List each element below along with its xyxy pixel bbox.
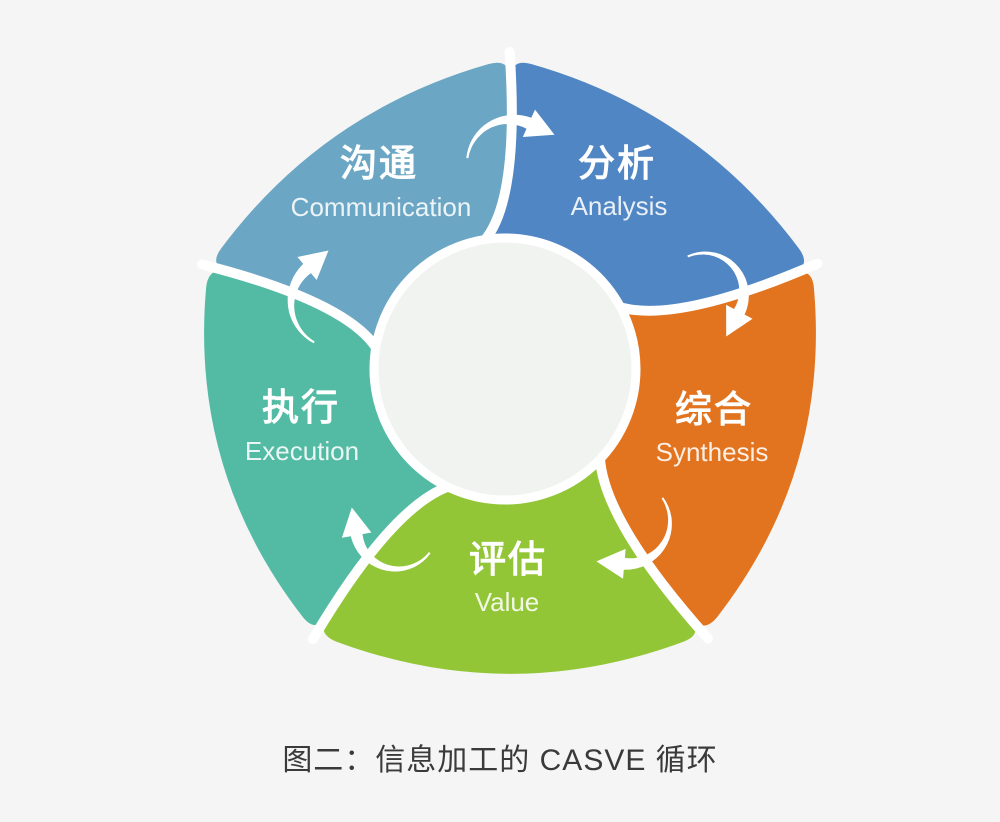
- segment-value: [323, 461, 696, 674]
- segment-labels: 沟通 Communication 分析 Analysis 综合 Synthesi…: [245, 143, 768, 617]
- label-communication-zh: 沟通: [340, 143, 418, 184]
- segment-divider: [307, 481, 454, 645]
- label-execution-zh: 执行: [262, 387, 340, 428]
- figure-caption: 图二：信息加工的 CASVE 循环: [282, 744, 718, 777]
- cycle-arrow-4: [341, 507, 431, 572]
- segment-communication: [216, 62, 514, 348]
- pentagon-segments: [204, 62, 816, 674]
- label-value-zh: 评估: [469, 539, 547, 580]
- segment-analysis: [483, 62, 805, 311]
- center-hole: [369, 233, 641, 505]
- label-analysis-zh: 分析: [578, 143, 656, 184]
- segment-synthesis: [603, 272, 816, 626]
- cycle-arrow-5: [287, 250, 329, 344]
- segment-divider: [614, 258, 823, 316]
- cycle-arrow-1: [466, 109, 555, 159]
- label-value-en: Value: [475, 587, 540, 617]
- label-execution-en: Execution: [245, 436, 359, 466]
- label-synthesis-zh: 综合: [675, 389, 753, 430]
- segment-divider: [594, 452, 713, 644]
- cycle-arrows: [287, 109, 753, 579]
- cycle-arrow-3: [596, 497, 672, 579]
- cycle-arrow-2: [687, 251, 753, 337]
- segment-divider: [197, 259, 382, 354]
- label-analysis-en: Analysis: [571, 191, 668, 221]
- segment-dividers: [197, 47, 823, 645]
- label-communication-en: Communication: [291, 192, 472, 222]
- segment-execution: [204, 270, 447, 625]
- segment-divider: [479, 47, 517, 246]
- label-synthesis-en: Synthesis: [656, 437, 769, 467]
